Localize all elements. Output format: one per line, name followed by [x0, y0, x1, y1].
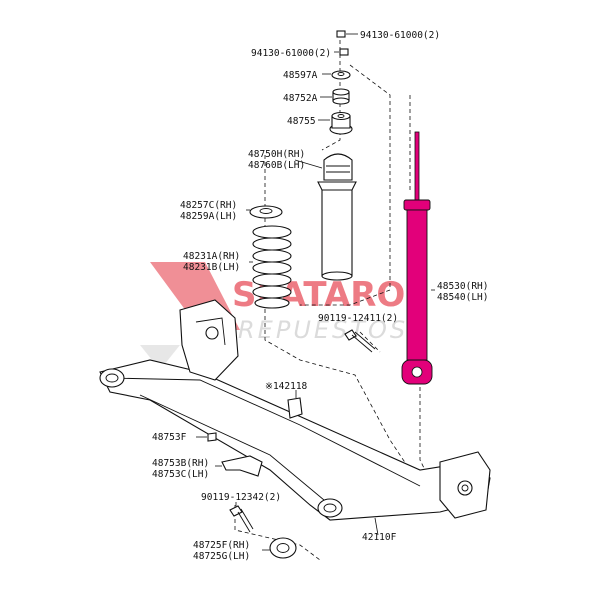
top-nut-left [334, 48, 349, 56]
shock-absorber [401, 131, 435, 385]
cushion-upper [320, 88, 350, 105]
bushing [262, 537, 297, 559]
label-cushion-upper: 48752A [283, 93, 318, 104]
label-bumper-rh: 48750H(RH) [248, 149, 305, 160]
label-spring-insulator-lh: 48259A(LH) [180, 211, 237, 222]
label-bushing-rh: 48725F(RH) [193, 540, 250, 551]
label-bracket-rh: 48753B(RH) [152, 458, 209, 469]
bump-stopper [294, 153, 357, 281]
label-absorber-lh: 48540(LH) [437, 292, 488, 303]
label-nut-top-left: 94130-61000(2) [251, 48, 331, 59]
label-spring-insulator-rh: 48257C(RH) [180, 200, 237, 211]
assembly-lines [234, 40, 431, 561]
label-axle-beam: 42110F [362, 532, 397, 543]
label-cushion-lower: 48755 [287, 116, 316, 127]
bolt-upper [344, 329, 376, 353]
label-bumper-lh: 48760B(LH) [248, 160, 305, 171]
label-bolt-upper: 90119-12411(2) [318, 313, 398, 324]
axle-beam [99, 299, 491, 536]
watermark-logo-shape-2 [140, 345, 180, 370]
spring-insulator [246, 205, 283, 219]
label-washer: 48597A [283, 70, 318, 81]
watermark-sub: REPUESTOS [238, 316, 408, 344]
clip-part [196, 432, 217, 442]
label-nut-top-right: 94130-61000(2) [360, 30, 440, 41]
label-bracket-lh: 48753C(LH) [152, 469, 209, 480]
label-coil-spring-lh: 48231B(LH) [183, 262, 240, 273]
labels: 94130-61000(2) 94130-61000(2) 48597A 487… [152, 30, 488, 562]
bracket-part [287, 390, 303, 419]
label-absorber-rh: 48530(RH) [437, 281, 488, 292]
label-clip: 48753F [152, 432, 187, 443]
washer [322, 70, 351, 80]
bracket-rh-lh [215, 455, 263, 477]
coil-spring [249, 225, 292, 309]
label-bracket: ※142118 [265, 381, 308, 392]
top-nut-right [336, 30, 358, 38]
label-bushing-lh: 48725G(LH) [193, 551, 250, 562]
label-coil-spring-rh: 48231A(RH) [183, 251, 240, 262]
bolt-lower [229, 502, 254, 533]
label-bolt-lower: 90119-12342(2) [201, 492, 281, 503]
cushion-lower [318, 111, 353, 135]
